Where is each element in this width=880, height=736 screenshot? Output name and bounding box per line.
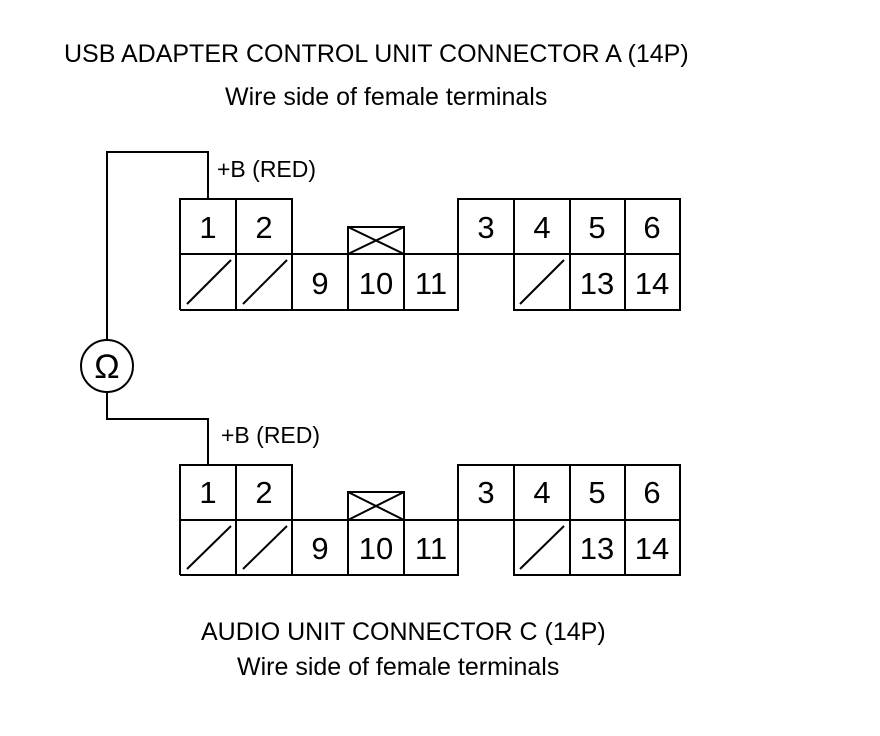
top-connector-body (179, 198, 681, 311)
bottom-pin-11: 11 (415, 531, 447, 566)
top-pin-2: 2 (255, 210, 272, 245)
top-probe-wire (106, 151, 209, 340)
top-pin-9: 9 (311, 266, 328, 301)
top-pin-4: 4 (533, 210, 550, 245)
ohmmeter-icon (80, 339, 134, 393)
top-connector-subtitle: Wire side of female terminals (225, 83, 548, 111)
ohm-symbol: Ω (94, 348, 119, 386)
bottom-pin-5: 5 (588, 475, 605, 510)
top-pin-10: 10 (359, 266, 393, 301)
bottom-pin-2: 2 (255, 475, 272, 510)
bottom-pin-10: 10 (359, 531, 393, 566)
bottom-connector-subtitle: Wire side of female terminals (237, 653, 560, 681)
bottom-connector-title: AUDIO UNIT CONNECTOR C (14P) (201, 618, 606, 646)
bottom-pin-13: 13 (580, 531, 614, 566)
top-probe-label: +B (RED) (217, 156, 317, 182)
top-pin-3: 3 (477, 210, 494, 245)
bottom-probe-wire (106, 392, 209, 465)
bottom-pin-4: 4 (533, 475, 550, 510)
bottom-probe-label: +B (RED) (221, 422, 321, 448)
top-pin-1: 1 (199, 210, 216, 245)
top-connector-title: USB ADAPTER CONTROL UNIT CONNECTOR A (14… (64, 40, 689, 68)
bottom-pin-14: 14 (635, 531, 669, 566)
top-pin-14: 14 (635, 266, 669, 301)
bottom-pin-3: 3 (477, 475, 494, 510)
bottom-pin-6: 6 (643, 475, 660, 510)
bottom-pin-9: 9 (311, 531, 328, 566)
bottom-pin-1: 1 (199, 475, 216, 510)
top-pin-13: 13 (580, 266, 614, 301)
top-pin-5: 5 (588, 210, 605, 245)
bottom-connector-body (179, 464, 681, 576)
top-pin-6: 6 (643, 210, 660, 245)
top-pin-11: 11 (415, 266, 447, 301)
